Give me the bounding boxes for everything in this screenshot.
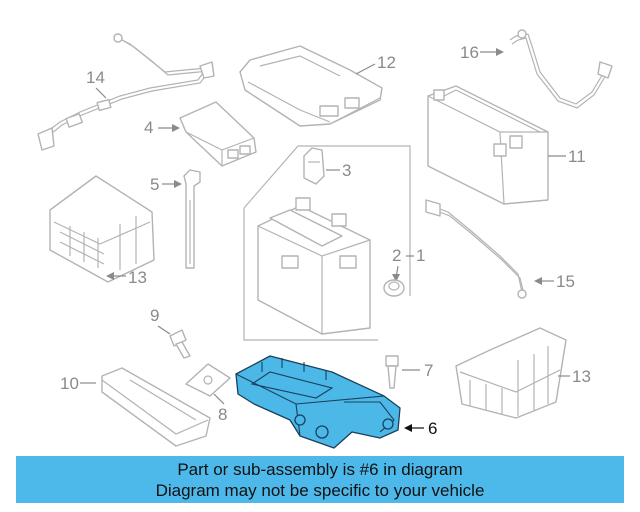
- callout-15: 15: [556, 272, 575, 291]
- callout-14: 14: [86, 68, 105, 87]
- callout-8: 8: [218, 405, 227, 424]
- banner-line-1: Part or sub-assembly is #6 in diagram: [177, 460, 463, 479]
- callout-6: 6: [428, 419, 437, 438]
- part-11-battery[interactable]: [427, 85, 549, 205]
- callout-10: 10: [60, 374, 79, 393]
- callout-4: 4: [144, 118, 153, 137]
- part-6-battery-tray-highlighted[interactable]: [235, 355, 401, 449]
- part-2-plug[interactable]: [383, 279, 405, 297]
- part-8-bracket[interactable]: [185, 363, 231, 397]
- banner-line-2: Diagram may not be specific to your vehi…: [155, 481, 485, 500]
- part-7-bolt[interactable]: [385, 355, 399, 389]
- part-14-negative-cable[interactable]: [37, 33, 215, 151]
- callout-5: 5: [150, 175, 159, 194]
- part-13-heat-shield-left[interactable]: [49, 175, 155, 283]
- callout-7: 7: [424, 361, 433, 380]
- part-16-positive-cable[interactable]: [509, 29, 613, 109]
- part-5-holddown-rod[interactable]: [183, 169, 201, 269]
- part-9-bolt[interactable]: [169, 329, 191, 359]
- callout-2: 2: [392, 246, 401, 265]
- info-banner: Part or sub-assembly is #6 in diagram Di…: [16, 456, 624, 503]
- part-4-bracket[interactable]: [179, 101, 257, 167]
- callout-3: 3: [342, 161, 351, 180]
- part-13-heat-shield-right[interactable]: [455, 327, 567, 419]
- part-10-tray-plate[interactable]: [101, 367, 211, 447]
- callout-13-left: 13: [128, 268, 147, 287]
- part-12-battery-cover[interactable]: [239, 45, 383, 127]
- callout-13-right: 13: [572, 367, 591, 386]
- callout-9: 9: [150, 306, 159, 325]
- group-1-battery-assembly[interactable]: [243, 145, 411, 341]
- part-15-sensor-cable[interactable]: [425, 199, 527, 299]
- exploded-parts-diagram: 14 12 16 4: [37, 29, 613, 449]
- callout-12: 12: [377, 53, 396, 72]
- callout-16: 16: [460, 43, 479, 62]
- part-3-clip[interactable]: [303, 147, 325, 185]
- callout-1: 1: [416, 246, 425, 265]
- callout-11: 11: [568, 147, 586, 166]
